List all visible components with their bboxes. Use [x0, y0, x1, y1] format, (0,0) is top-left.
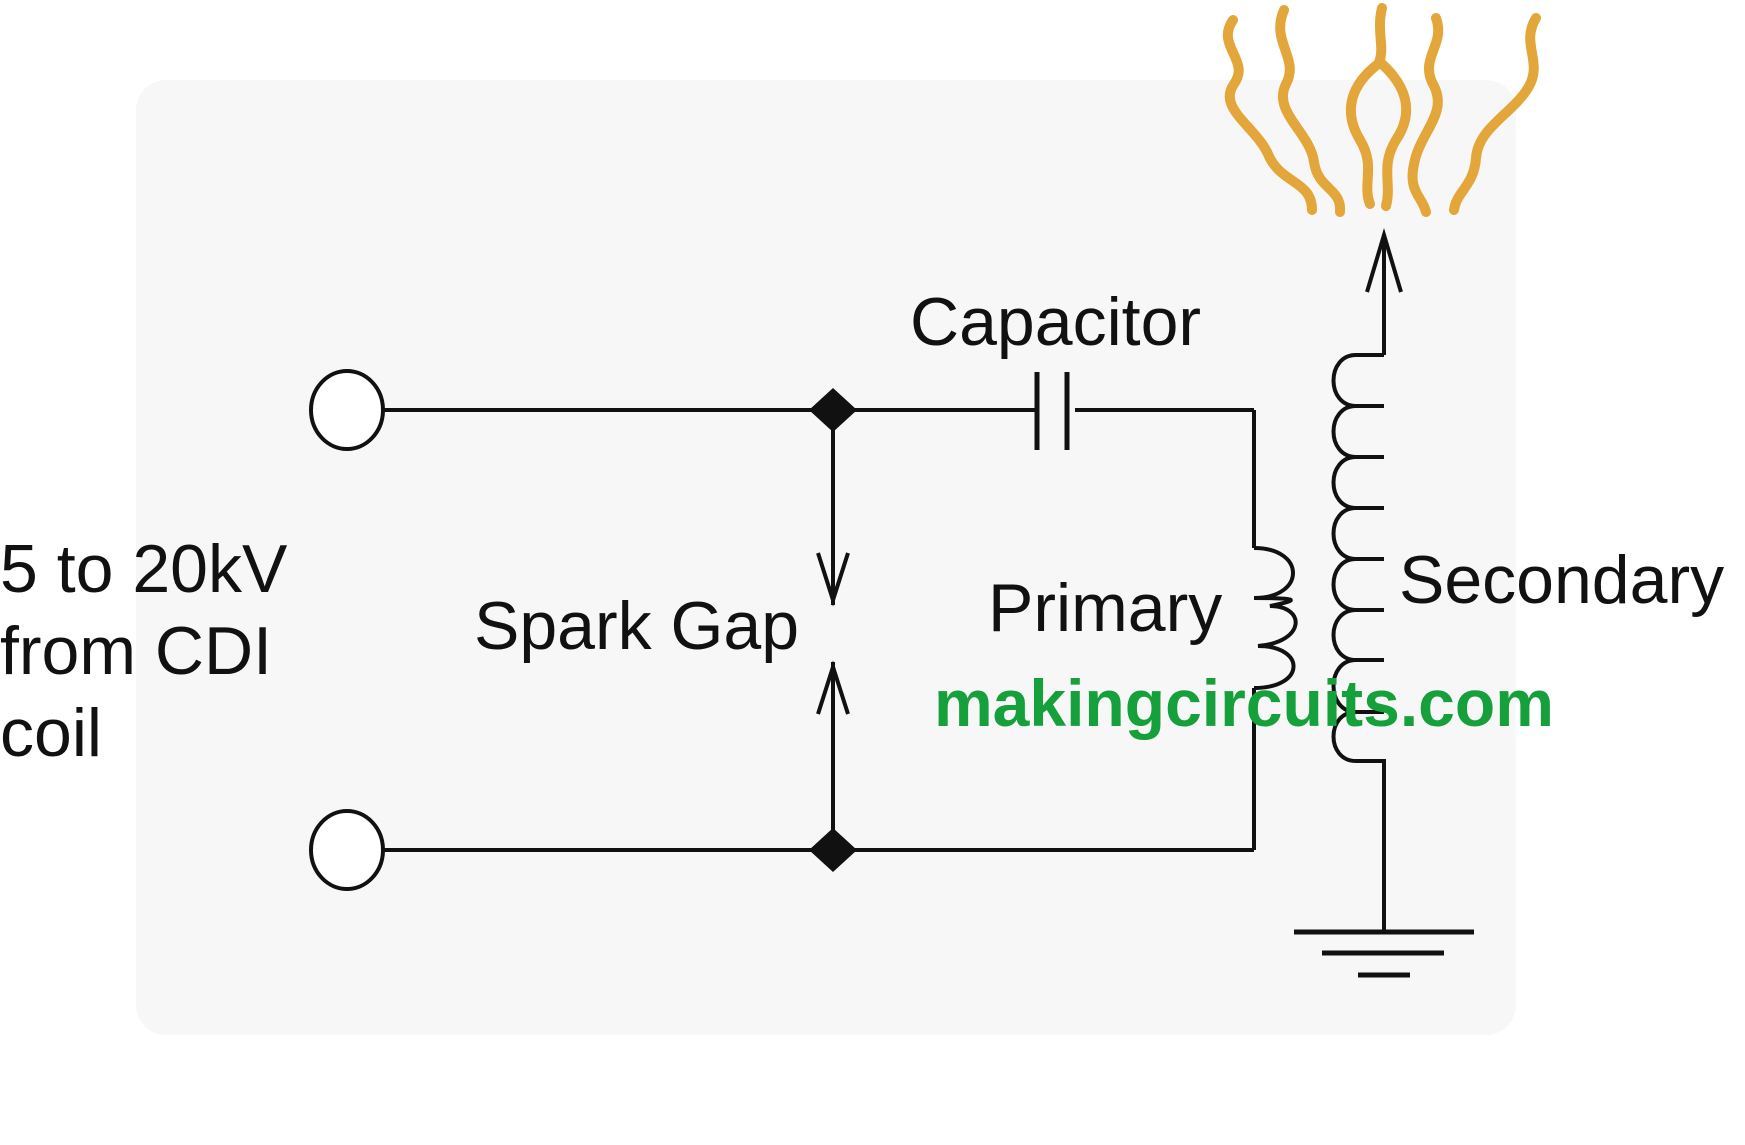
spark-gap-symbol — [816, 552, 850, 715]
junction-dot-bottom — [809, 828, 857, 872]
capacitor-label: Capacitor — [910, 284, 1202, 360]
input-voltage-label: 5 to 20kV from CDI coil — [0, 528, 287, 774]
capacitor-symbol — [1034, 372, 1070, 450]
input-label-line-1: 5 to 20kV — [0, 531, 288, 607]
ground-symbol — [1294, 929, 1474, 978]
secondary-coil-label: Secondary — [1399, 542, 1725, 618]
input-terminal-top — [309, 369, 385, 451]
input-label-line-3: coil — [0, 695, 103, 771]
primary-coil — [1253, 546, 1298, 690]
spark-gap-label: Spark Gap — [474, 588, 800, 664]
primary-coil-label: Primary — [988, 570, 1223, 646]
secondary-coil — [1331, 353, 1386, 787]
discharge-arcs — [1222, 3, 1541, 217]
diagram-backdrop — [136, 80, 1516, 1035]
input-terminal-bottom — [309, 809, 385, 891]
top-electrode — [1365, 228, 1403, 293]
watermark: makingcircuits.com — [934, 666, 1554, 740]
input-label-line-2: from CDI — [0, 613, 272, 689]
junction-dot-top — [809, 388, 857, 432]
